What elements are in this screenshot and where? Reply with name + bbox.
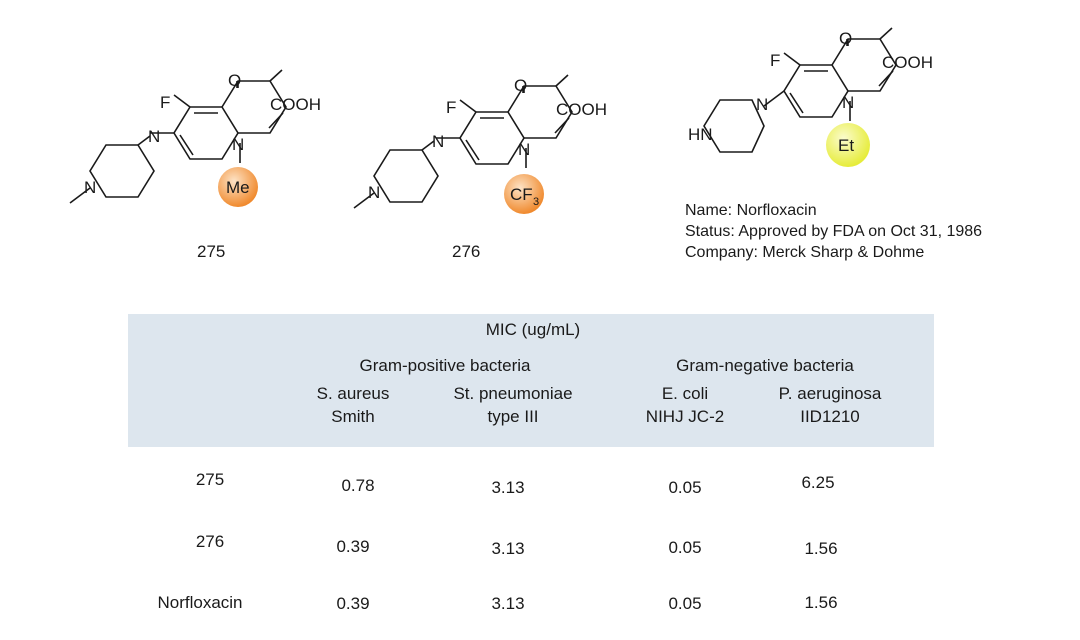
structure-276: [353, 74, 573, 209]
row-label-276: 276: [195, 532, 225, 551]
drug-name-value: Norfloxacin: [736, 202, 817, 219]
highlight-ball-norfloxacin: [826, 123, 870, 167]
cell-276-p-aeruginosa: 1.56: [804, 539, 838, 558]
compound-label-275: 275: [197, 242, 225, 261]
structure-norfloxacin: [703, 27, 897, 153]
cell-275-e-coli: 0.05: [668, 478, 702, 497]
column-head-p-aeruginosa: P. aeruginosa IID1210: [755, 382, 905, 428]
structure-275: [69, 69, 287, 204]
column-head-line2: IID1210: [800, 407, 860, 426]
group-gram-negative: Gram-negative bacteria: [676, 356, 854, 375]
atom-n-pip-norfloxacin: N: [756, 95, 768, 114]
drug-status-label: Status:: [685, 223, 735, 240]
atom-acid-275: COOH: [270, 95, 321, 114]
column-head-line1: St. pneumoniae: [453, 384, 573, 403]
row-label-norfloxacin: Norfloxacin: [157, 593, 243, 612]
column-head-s-aureus: S. aureus Smith: [288, 382, 418, 428]
drug-name-label: Name:: [685, 202, 733, 219]
table-title: MIC (ug/mL): [485, 320, 581, 339]
highlight-ball-275: [218, 167, 258, 207]
compound-label-276: 276: [452, 242, 480, 261]
cell-275-p-aeruginosa: 6.25: [801, 473, 835, 492]
atom-oxygen-276: O: [514, 76, 527, 95]
group-gram-positive: Gram-positive bacteria: [359, 356, 531, 375]
atom-n-pip-275: N: [148, 127, 160, 146]
cell-275-s-aureus: 0.78: [341, 476, 375, 495]
cell-norfloxacin-s-aureus: 0.39: [336, 594, 370, 613]
drug-info: Name: Norfloxacin Status: Approved by FD…: [685, 200, 982, 263]
atom-fluorine-276: F: [446, 98, 456, 117]
atom-n1-276: N: [518, 140, 530, 159]
atom-n1-norfloxacin: N: [842, 93, 854, 112]
column-head-line1: P. aeruginosa: [778, 384, 882, 403]
substituent-norfloxacin: Et: [838, 136, 854, 155]
drug-status-row: Status: Approved by FDA on Oct 31, 1986: [685, 221, 982, 242]
atom-n-methyl-276: N: [368, 183, 380, 202]
cell-276-s-aureus: 0.39: [336, 537, 370, 556]
column-head-line1: E. coli: [661, 384, 709, 403]
column-head-line2: type III: [487, 407, 539, 426]
cell-norfloxacin-p-aeruginosa: 1.56: [804, 593, 838, 612]
atom-acid-276: COOH: [556, 100, 607, 119]
substituent-276-sub: 3: [533, 196, 539, 208]
structure-275-atoms: O COOH F N N N Me 275: [84, 71, 321, 261]
cell-276-e-coli: 0.05: [668, 538, 702, 557]
column-head-e-coli: E. coli NIHJ JC-2: [615, 382, 755, 428]
drug-company-label: Company:: [685, 244, 758, 261]
structure-276-atoms: O COOH F N N N CF 3 276: [368, 76, 607, 261]
cell-275-st-pneumoniae: 3.13: [491, 478, 525, 497]
cell-norfloxacin-e-coli: 0.05: [668, 594, 702, 613]
structures-figure: O COOH F N N N Me 275: [69, 27, 933, 261]
structure-norfloxacin-atoms: O COOH F N N HN Et: [688, 29, 933, 167]
atom-n-methyl-275: N: [84, 178, 96, 197]
atom-oxygen-norfloxacin: O: [839, 29, 852, 48]
drug-company-row: Company: Merck Sharp & Dohme: [685, 242, 982, 263]
atom-n1-275: N: [232, 135, 244, 154]
row-label-275: 275: [195, 470, 225, 489]
drug-name-row: Name: Norfloxacin: [685, 200, 982, 221]
cell-norfloxacin-st-pneumoniae: 3.13: [491, 594, 525, 613]
column-head-line2: NIHJ JC-2: [645, 407, 725, 426]
highlight-ball-276: [504, 174, 544, 214]
atom-fluorine-275: F: [160, 93, 170, 112]
atom-acid-norfloxacin: COOH: [882, 53, 933, 72]
column-head-st-pneumoniae: St. pneumoniae type III: [428, 382, 598, 428]
atom-oxygen-275: O: [228, 71, 241, 90]
substituent-276: CF: [510, 185, 533, 204]
drug-status-value: Approved by FDA on Oct 31, 1986: [738, 223, 983, 240]
cell-276-st-pneumoniae: 3.13: [491, 539, 525, 558]
column-head-line2: Smith: [331, 407, 375, 426]
atom-n-pip-276: N: [432, 132, 444, 151]
atom-fluorine-norfloxacin: F: [770, 51, 780, 70]
drug-company-value: Merck Sharp & Dohme: [762, 244, 925, 261]
atom-amine-norfloxacin: HN: [688, 125, 713, 144]
substituent-275: Me: [226, 178, 250, 197]
column-head-line1: S. aureus: [316, 384, 390, 403]
table-header-band: [128, 314, 934, 447]
